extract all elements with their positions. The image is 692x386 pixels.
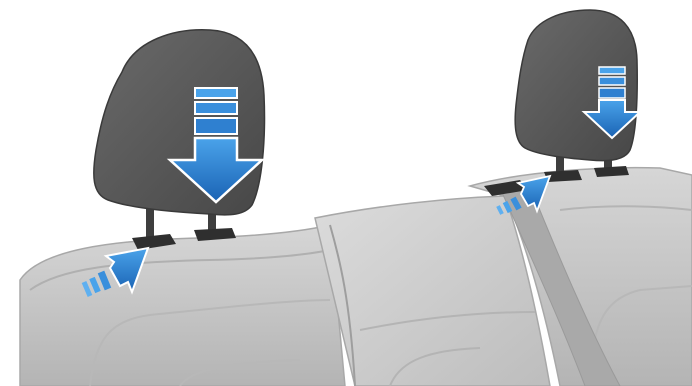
left-headrest-posts	[132, 196, 236, 250]
down-arrow-icon-left	[166, 87, 266, 204]
down-arrow-icon-right	[581, 66, 643, 140]
push-button-arrow-icon-right	[496, 174, 552, 215]
seat-belt	[499, 185, 621, 386]
push-button-arrow-icon-left	[81, 246, 150, 297]
center-seat-back	[314, 195, 551, 386]
